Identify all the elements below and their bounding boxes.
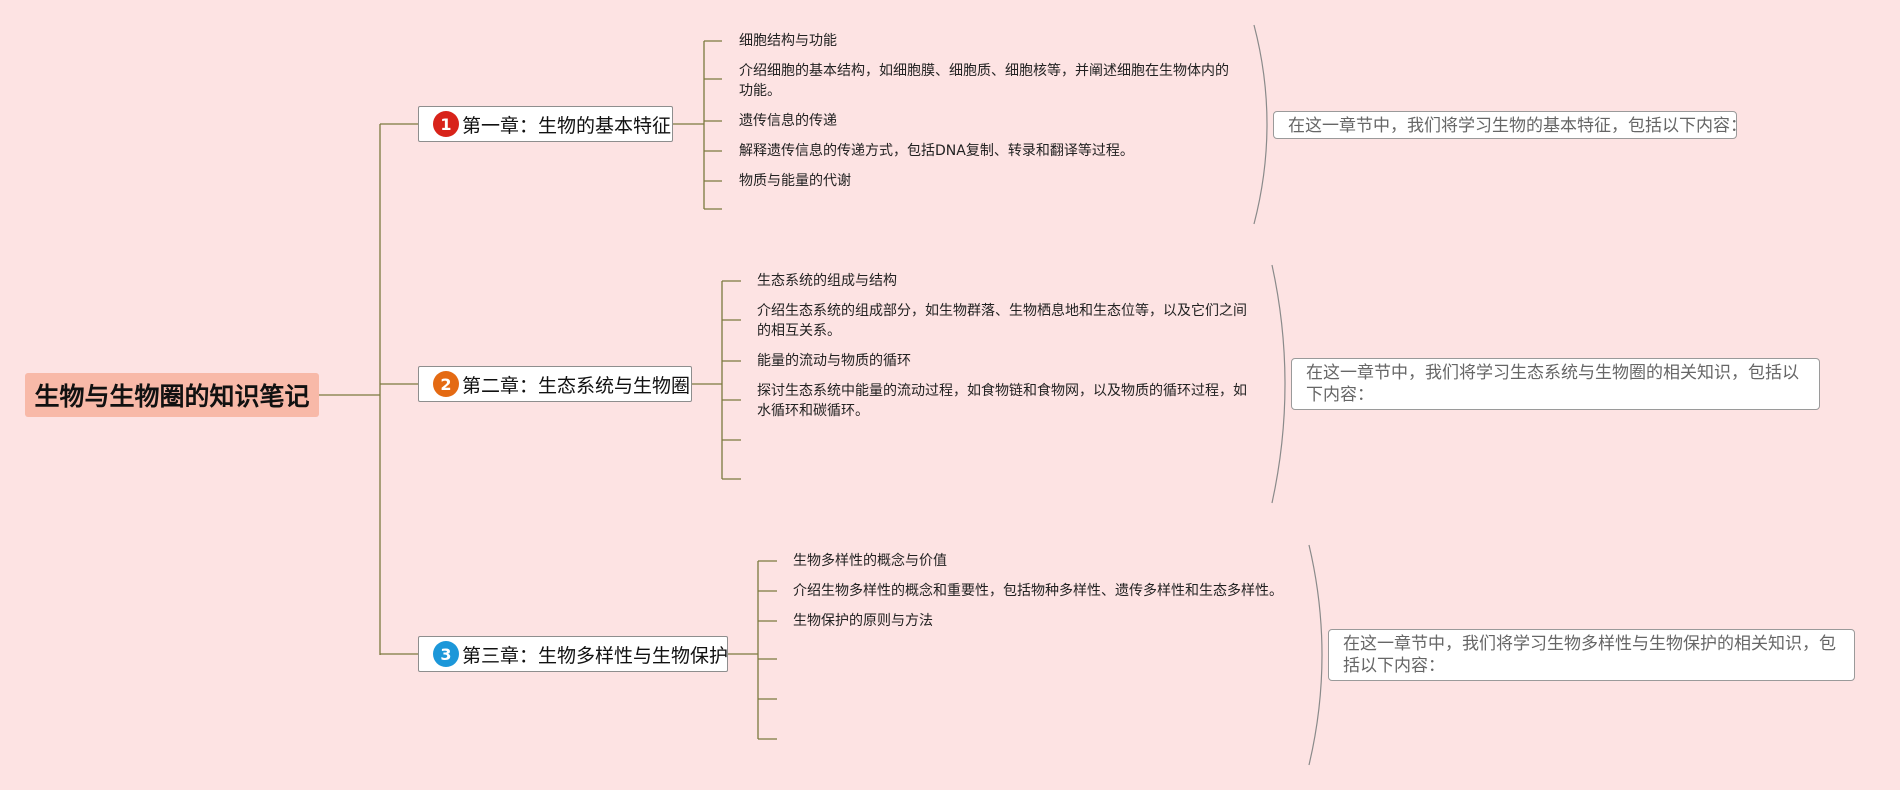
number-3-badge: 3 <box>433 641 459 667</box>
ch2-description[interactable]: 介绍生态系统的组成部分，如生物群落、生物栖息地和生态位等，以及它们之间的相互关系… <box>757 303 1247 339</box>
chapter-1-node[interactable]: 1 第一章：生物的基本特征 <box>418 106 673 142</box>
chapter-2-node[interactable]: 2 第二章：生态系统与生物圈 <box>418 366 692 402</box>
ch2-description[interactable]: 探讨生态系统中能量的流动过程，如食物链和食物网，以及物质的循环过程，如水循环和碳… <box>757 383 1247 419</box>
ch1-subtopic[interactable]: 遗传信息的传递 <box>739 113 837 129</box>
chapter-3-node[interactable]: 3 第三章：生物多样性与生物保护 <box>418 636 728 672</box>
brace-ch1 <box>1253 24 1268 225</box>
ch1-description[interactable]: 介绍细胞的基本结构，如细胞膜、细胞质、细胞核等，并阐述细胞在生物体内的功能。 <box>739 63 1229 99</box>
number-1-badge: 1 <box>433 111 459 137</box>
chapter-1-summary[interactable]: 在这一章节中，我们将学习生物的基本特征，包括以下内容： <box>1273 111 1747 139</box>
ch1-subtopic[interactable]: 物质与能量的代谢 <box>739 173 851 189</box>
root-topic[interactable]: 生物与生物圈的知识笔记 <box>25 373 319 417</box>
ch2-subtopic[interactable]: 能量的流动与物质的循环 <box>757 353 911 369</box>
chapter-2-title: 第二章：生态系统与生物圈 <box>462 374 691 397</box>
ch3-subtopic[interactable]: 生物多样性的概念与价值 <box>793 553 947 569</box>
chapter-3-title: 第三章：生物多样性与生物保护 <box>462 644 729 667</box>
ch2-subtopic[interactable]: 生态系统的组成与结构 <box>757 273 897 289</box>
brace-ch2 <box>1271 264 1286 504</box>
chapter-3-summary[interactable]: 在这一章节中，我们将学习生物多样性与生物保护的相关知识，包括以下内容： <box>1328 629 1855 681</box>
brace-ch3 <box>1308 544 1323 766</box>
chapter-1-title: 第一章：生物的基本特征 <box>462 114 672 137</box>
chapter-2-summary[interactable]: 在这一章节中，我们将学习生态系统与生物圈的相关知识，包括以下内容： <box>1291 358 1820 410</box>
number-2-badge: 2 <box>433 371 459 397</box>
ch3-subtopic[interactable]: 生物保护的原则与方法 <box>793 613 933 629</box>
ch1-description[interactable]: 解释遗传信息的传递方式，包括DNA复制、转录和翻译等过程。 <box>739 143 1134 159</box>
ch3-description[interactable]: 介绍生物多样性的概念和重要性，包括物种多样性、遗传多样性和生态多样性。 <box>793 583 1283 599</box>
ch1-subtopic[interactable]: 细胞结构与功能 <box>739 33 837 49</box>
